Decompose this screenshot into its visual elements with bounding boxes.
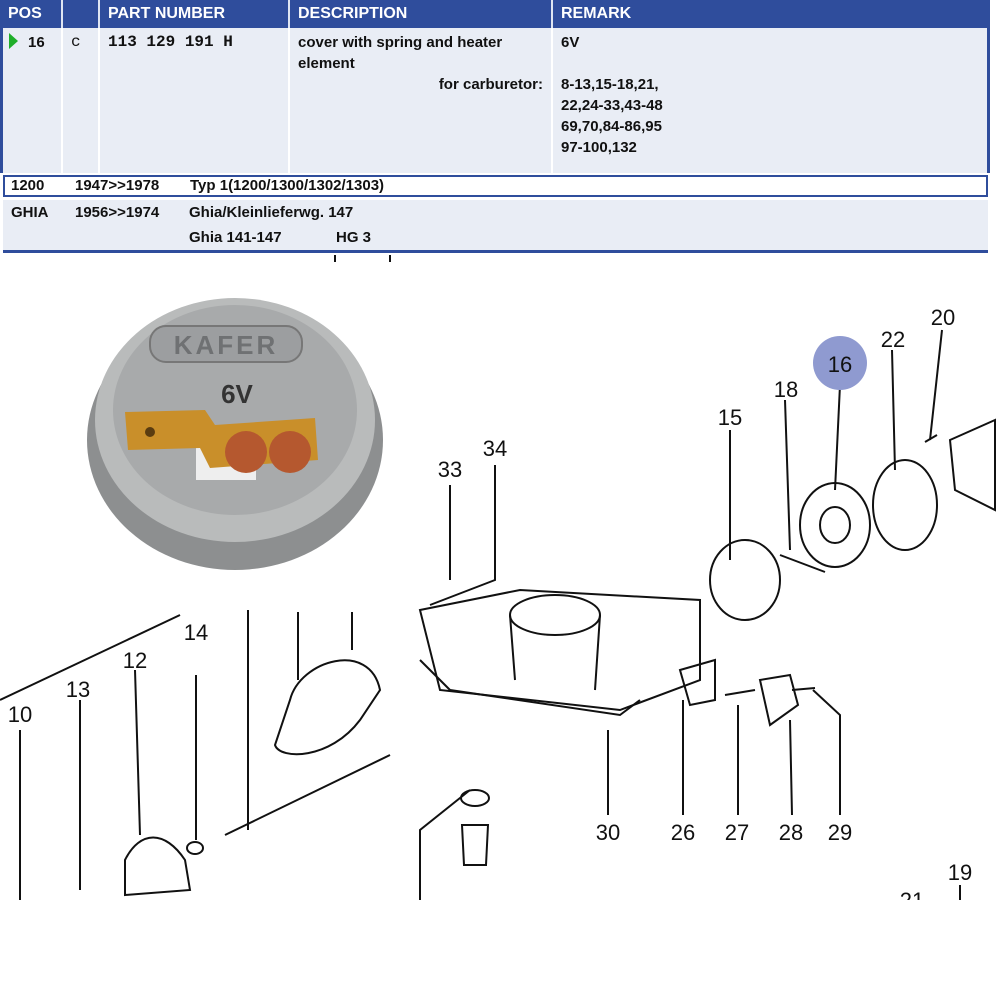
vehicle-row[interactable]: 1200 1947>>1978 Typ 1(1200/1300/1302/130… bbox=[3, 175, 988, 197]
table-header: POS PART NUMBER DESCRIPTION REMARK bbox=[0, 0, 990, 28]
vehicle-model: Typ 1(1200/1300/1302/1303) bbox=[190, 177, 385, 194]
callout-10[interactable]: 10 bbox=[8, 702, 32, 727]
callout-13[interactable]: 13 bbox=[66, 677, 90, 702]
vehicle-years: 1947>>1978 bbox=[75, 177, 160, 194]
callout-29[interactable]: 29 bbox=[828, 820, 852, 845]
description-sub: for carburetor: bbox=[438, 76, 543, 93]
callout-16[interactable]: 16 bbox=[828, 352, 852, 377]
svg-text:6V: 6V bbox=[221, 379, 253, 409]
part-number-cell: 113 129 191 H bbox=[100, 28, 290, 173]
callout-15[interactable]: 15 bbox=[718, 405, 742, 430]
diagram-parts bbox=[0, 255, 996, 900]
callout-21[interactable]: 21 bbox=[900, 888, 924, 900]
callout-33[interactable]: 33 bbox=[438, 457, 462, 482]
vehicle-sub-model: Ghia 141-147 bbox=[189, 229, 282, 246]
callout-26[interactable]: 26 bbox=[671, 820, 695, 845]
callout-34[interactable]: 34 bbox=[483, 436, 507, 461]
vehicle-model: Ghia/Kleinlieferwg. 147 bbox=[189, 204, 354, 221]
table-row[interactable]: 16 c 113 129 191 H cover with spring and… bbox=[0, 28, 990, 173]
pos-value: 16 bbox=[28, 34, 45, 51]
vehicle-sub-note: HG 3 bbox=[336, 229, 372, 246]
exploded-diagram: KAFER 6V 20 22 16 18 bbox=[0, 255, 996, 900]
callout-22[interactable]: 22 bbox=[881, 327, 905, 352]
vehicle-row[interactable]: GHIA 1956>>1974 Ghia/Kleinlieferwg. 147 … bbox=[3, 200, 988, 253]
callout-labels: 20 22 16 18 15 34 33 14 12 13 10 30 26 2… bbox=[8, 305, 972, 900]
callout-18[interactable]: 18 bbox=[774, 377, 798, 402]
header-pos: POS bbox=[0, 0, 63, 28]
vehicle-years: 1956>>1974 bbox=[75, 204, 160, 221]
callout-12[interactable]: 12 bbox=[123, 648, 147, 673]
header-part-number: PART NUMBER bbox=[100, 0, 290, 28]
header-description: DESCRIPTION bbox=[290, 0, 553, 28]
vehicle-code: GHIA bbox=[11, 204, 49, 221]
part-photo: KAFER 6V bbox=[87, 298, 383, 570]
header-remark: REMARK bbox=[561, 5, 632, 22]
remark-line: 69,70,84-86,95 bbox=[561, 118, 662, 135]
vehicle-code: 1200 bbox=[11, 177, 45, 194]
description-text: cover with spring and heater element bbox=[298, 34, 503, 72]
callout-28[interactable]: 28 bbox=[779, 820, 803, 845]
remark-line: 97-100,132 bbox=[561, 139, 637, 156]
selected-arrow-icon bbox=[9, 33, 18, 49]
description-cell: cover with spring and heater element for… bbox=[290, 28, 553, 173]
remark-line: 22,24-33,43-48 bbox=[561, 97, 663, 114]
callout-20[interactable]: 20 bbox=[931, 305, 955, 330]
pos-cell: 16 bbox=[3, 28, 63, 173]
highlight-marker bbox=[813, 336, 867, 390]
callout-14[interactable]: 14 bbox=[184, 620, 208, 645]
callout-19[interactable]: 19 bbox=[948, 860, 972, 885]
remark-cell: 6V 8-13,15-18,21, 22,24-33,43-48 69,70,8… bbox=[553, 28, 987, 173]
header-flag bbox=[63, 0, 100, 28]
flag-cell: c bbox=[63, 28, 100, 173]
callout-30[interactable]: 30 bbox=[596, 820, 620, 845]
callout-27[interactable]: 27 bbox=[725, 820, 749, 845]
svg-text:KAFER: KAFER bbox=[174, 330, 279, 360]
remark-line: 8-13,15-18,21, bbox=[561, 76, 659, 93]
remark-text: 6V bbox=[561, 34, 580, 51]
